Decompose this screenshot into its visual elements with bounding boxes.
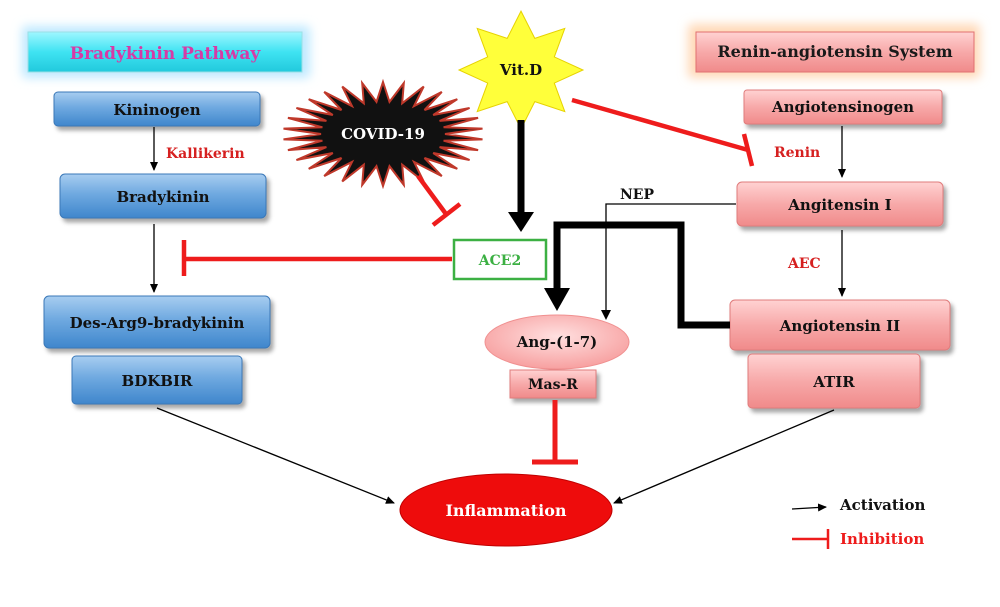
legend: Activation Inhibition (791, 496, 925, 549)
header-right-label: Renin-angiotensin System (717, 42, 952, 61)
node-bradykinin (59, 173, 267, 219)
ang17-label: Ang-(1-7) (516, 333, 598, 351)
node-ang-1-7: Ang-(1-7) (484, 314, 630, 370)
node-kininogen (53, 91, 261, 127)
renin-label: Renin (774, 145, 820, 161)
des-arg9-label: Des-Arg9-bradykinin (70, 314, 245, 332)
node-angiotensinogen (743, 89, 943, 125)
angiotensin-ii-label: Angiotensin II (779, 317, 900, 335)
masr-label: Mas-R (528, 377, 578, 393)
inhibit-covid-ace2 (416, 174, 448, 216)
node-bdkbir (71, 355, 243, 405)
vitd-label: Vit.D (499, 61, 542, 79)
node-inflammation: Inflammation (399, 473, 613, 547)
nep-label: NEP (620, 187, 654, 203)
node-angiotensin-i (736, 181, 944, 227)
at1r-label: ATIR (812, 373, 855, 391)
node-ace2: ACE2 (452, 238, 548, 281)
arrow-nep-head (601, 310, 611, 320)
arrow-angii-to-ang17-head (544, 288, 570, 311)
angiotensinogen-label: Angiotensinogen (771, 98, 914, 116)
legend-activation-arrow (791, 503, 827, 512)
node-at1r (747, 353, 921, 409)
inhibit-vitd-renin (571, 97, 749, 153)
covid-19-starburst: COVID-19 (283, 78, 483, 190)
arrow-at1r-to-inflammation (613, 409, 835, 504)
angiotensin-i-label: Angitensin I (787, 196, 891, 214)
ace2-label: ACE2 (478, 253, 521, 269)
aec-label: AEC (787, 256, 821, 272)
arrow-bdkbir-to-inflammation (156, 407, 395, 504)
covid-label: COVID-19 (341, 125, 425, 143)
arrow-vitd-to-ace2-head (508, 212, 534, 232)
arrow-nep-path (605, 203, 736, 312)
kallikerin-label: Kallikerin (166, 146, 245, 162)
bdkbir-label: BDKBIR (122, 372, 193, 390)
inflammation-label: Inflammation (445, 501, 566, 520)
node-des-arg9-bradykinin (43, 295, 271, 349)
header-left-label: Bradykinin Pathway (70, 44, 262, 64)
inhibit-vitd-renin-bar (741, 133, 755, 167)
bradykinin-label: Bradykinin (116, 188, 209, 206)
header-renin-angiotensin: Renin-angiotensin System (688, 24, 980, 78)
inhibit-covid-ace2-bar (431, 202, 462, 227)
header-bradykinin-pathway: Bradykinin Pathway (22, 26, 310, 78)
node-mas-r (509, 369, 597, 399)
arrow-angii-to-ang17 (553, 221, 730, 329)
legend-activation-label: Activation (839, 496, 925, 514)
legend-inhibition-label: Inhibition (840, 530, 924, 548)
vit-d-star: Vit.D (457, 9, 585, 131)
kininogen-label: Kininogen (113, 101, 200, 119)
